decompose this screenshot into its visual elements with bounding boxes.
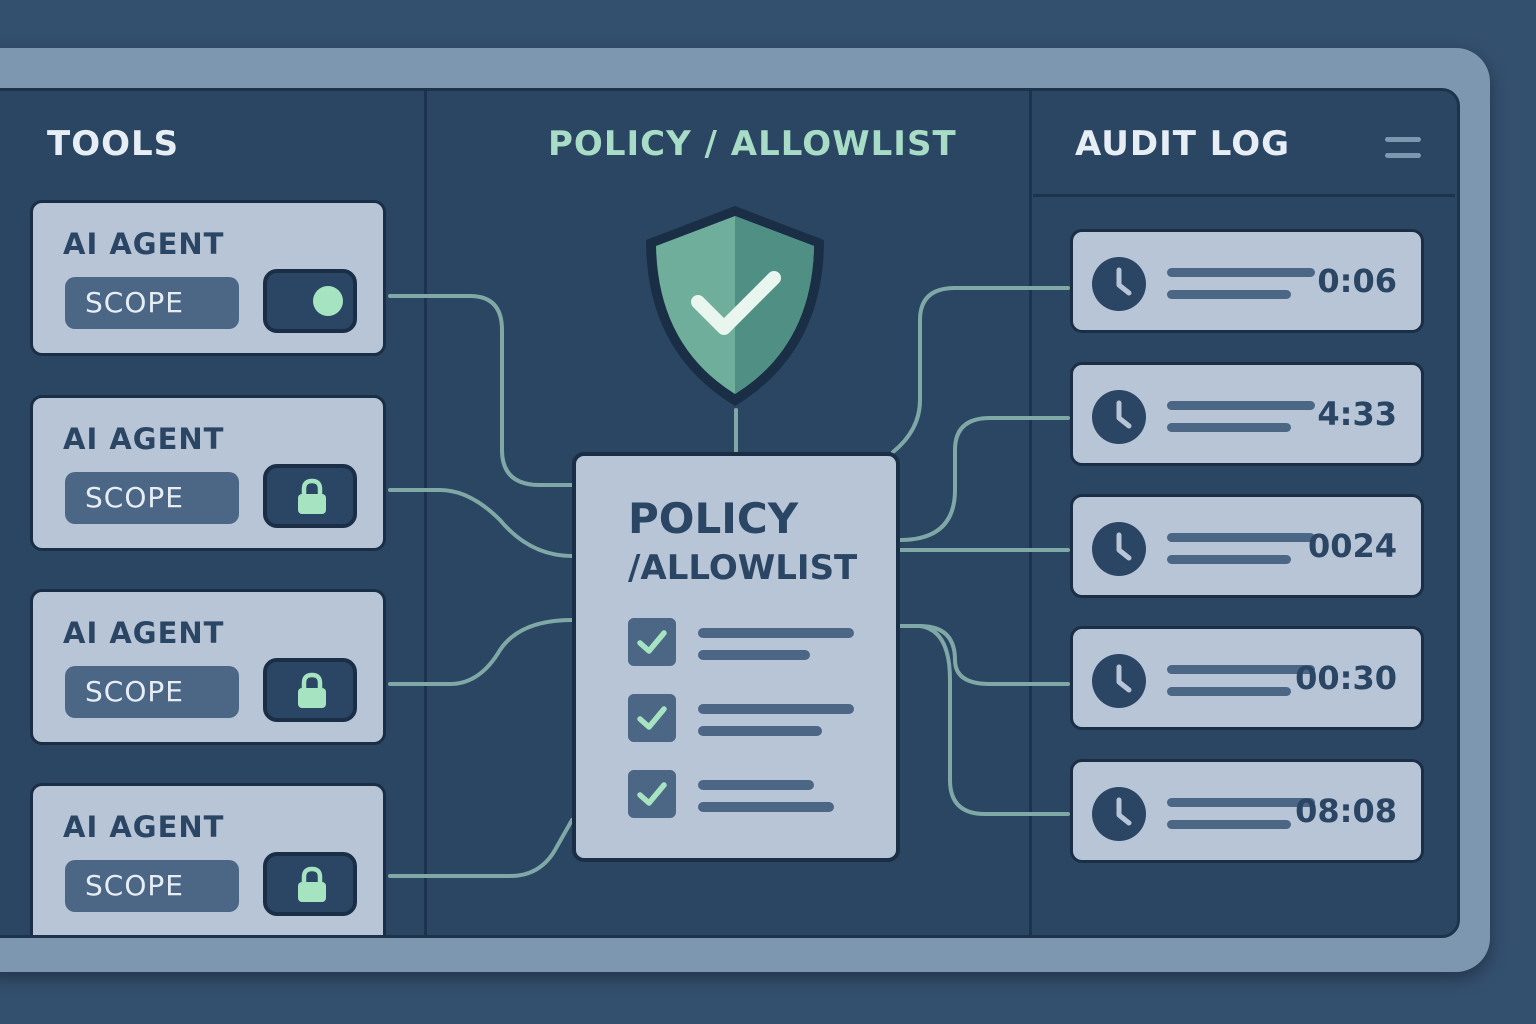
scope-button[interactable]: SCOPE (65, 860, 239, 912)
agent-card[interactable]: AI AGENT SCOPE (30, 395, 386, 551)
audit-header-divider (1033, 194, 1455, 197)
log-timestamp: 0:06 (1317, 262, 1397, 300)
wire-agent-2 (388, 488, 574, 558)
agent-label: AI AGENT (63, 422, 225, 456)
agent-label: AI AGENT (63, 616, 225, 650)
audit-log-column-title: AUDIT LOG (1075, 124, 1291, 164)
log-text-line (1167, 268, 1315, 277)
log-text-line (1167, 687, 1291, 696)
audit-log-entry[interactable]: 4:33 (1070, 362, 1424, 466)
checkbox-check-icon[interactable] (628, 618, 676, 666)
log-timestamp: 08:08 (1295, 792, 1397, 830)
menu-icon[interactable] (1385, 137, 1421, 159)
agent-label: AI AGENT (63, 227, 225, 261)
log-timestamp: 4:33 (1317, 395, 1397, 433)
log-timestamp: 0024 (1307, 527, 1397, 565)
agent-card[interactable]: AI AGENT SCOPE (30, 783, 386, 935)
log-text-line (1167, 423, 1291, 432)
lock-icon (298, 866, 326, 902)
log-text-line (1167, 533, 1315, 542)
agent-label: AI AGENT (63, 810, 225, 844)
wire-log-5 (918, 624, 1070, 816)
checkbox-check-icon[interactable] (628, 770, 676, 818)
rule-text-line (698, 628, 854, 638)
clock-icon (1092, 522, 1146, 576)
policy-column-title: POLICY / ALLOWLIST (548, 124, 957, 164)
audit-log-entry[interactable]: 00:30 (1070, 626, 1424, 730)
policy-rule-row[interactable] (628, 770, 868, 824)
column-divider-right (1029, 88, 1032, 936)
clock-icon (1092, 257, 1146, 311)
clock-icon (1092, 654, 1146, 708)
clock-icon (1092, 787, 1146, 841)
log-text-line (1167, 798, 1315, 807)
log-text-line (1167, 555, 1291, 564)
wire-log-1 (891, 286, 1070, 454)
audit-log-entry[interactable]: 08:08 (1070, 759, 1424, 863)
log-text-line (1167, 290, 1291, 299)
rule-text-line (698, 704, 854, 714)
wire-log-2 (898, 416, 1070, 542)
toggle-knob (313, 286, 343, 316)
policy-rule-row[interactable] (628, 618, 868, 672)
policy-card-title: POLICY (628, 494, 799, 543)
log-timestamp: 00:30 (1295, 659, 1397, 697)
scope-lock-toggle[interactable] (263, 658, 357, 722)
wire-agent-4 (388, 818, 574, 878)
scope-button[interactable]: SCOPE (65, 472, 239, 524)
tools-column-title: TOOLS (47, 124, 180, 164)
wire-agent-1 (388, 294, 574, 487)
scope-button[interactable]: SCOPE (65, 277, 239, 329)
wire-log-4 (898, 624, 1070, 686)
rule-text-line (698, 650, 810, 660)
shield-check-icon (646, 206, 824, 406)
rule-text-line (698, 726, 822, 736)
policy-card-subtitle: /ALLOWLIST (628, 548, 858, 588)
lock-icon (298, 672, 326, 708)
scope-button[interactable]: SCOPE (65, 666, 239, 718)
log-text-line (1167, 401, 1315, 410)
agent-card[interactable]: AI AGENT SCOPE (30, 589, 386, 745)
checkbox-check-icon[interactable] (628, 694, 676, 742)
log-text-line (1167, 665, 1315, 674)
rule-text-line (698, 802, 834, 812)
scope-lock-toggle[interactable] (263, 464, 357, 528)
log-text-line (1167, 820, 1291, 829)
rule-text-line (698, 780, 814, 790)
policy-allowlist-card[interactable]: POLICY /ALLOWLIST (572, 452, 900, 862)
wire-agent-3 (388, 618, 574, 686)
scope-toggle[interactable] (263, 269, 357, 333)
clock-icon (1092, 390, 1146, 444)
audit-log-entry[interactable]: 0024 (1070, 494, 1424, 598)
scope-lock-toggle[interactable] (263, 852, 357, 916)
audit-log-entry[interactable]: 0:06 (1070, 229, 1424, 333)
lock-icon (298, 478, 326, 514)
agent-card[interactable]: AI AGENT SCOPE (30, 200, 386, 356)
policy-rule-row[interactable] (628, 694, 868, 748)
column-divider-left (424, 88, 427, 936)
